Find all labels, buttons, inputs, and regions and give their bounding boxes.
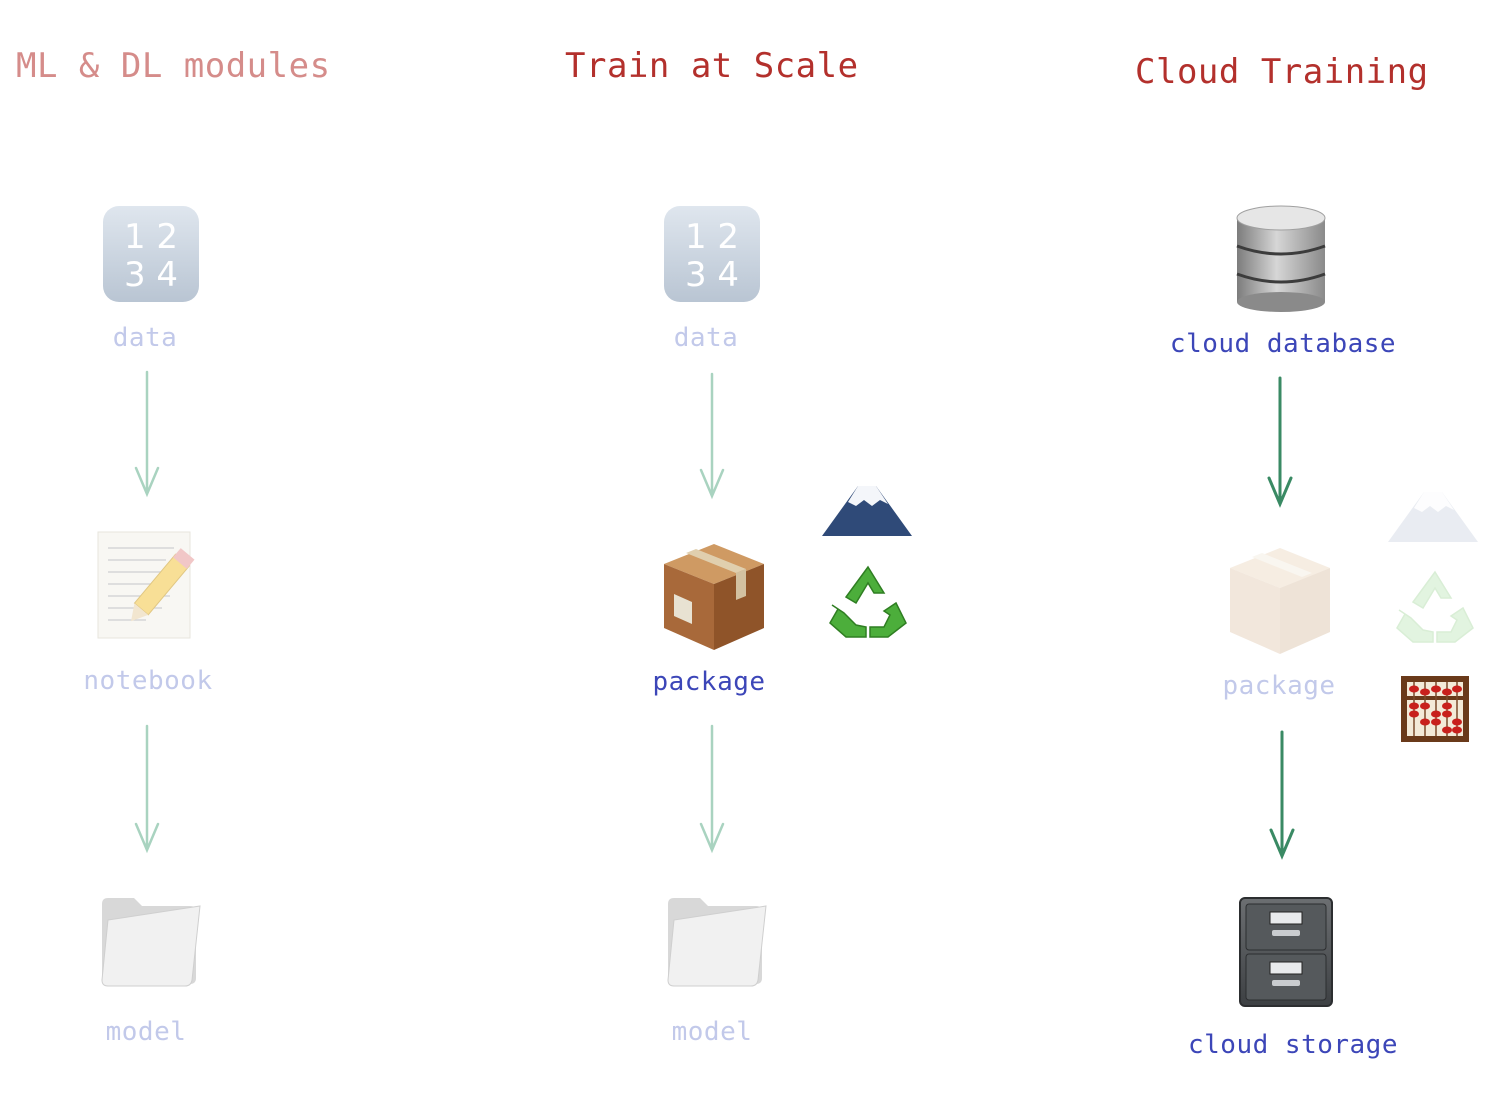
flow-arrow xyxy=(1269,730,1295,860)
node-label-package: package xyxy=(1222,671,1336,701)
column-title-ml-dl-modules: ML & DL modules xyxy=(16,46,331,86)
node-label-model: model xyxy=(105,1017,187,1047)
flow-arrow xyxy=(134,370,160,498)
flow-arrow xyxy=(134,724,160,854)
database-cylinder-icon xyxy=(1233,204,1329,318)
recycle-icon xyxy=(1393,568,1477,652)
node-label-model: model xyxy=(671,1017,753,1047)
flow-arrow xyxy=(699,372,725,500)
input-numbers-icon: 1 2 3 4 xyxy=(101,204,201,308)
flow-arrow xyxy=(699,724,725,854)
abacus-icon xyxy=(1399,674,1471,748)
mount-fuji-icon xyxy=(1386,486,1480,550)
svg-text:1 2: 1 2 xyxy=(685,217,739,257)
input-numbers-icon: 1 2 3 4 xyxy=(662,204,762,308)
node-label-data: data xyxy=(673,323,739,353)
svg-text:1 2: 1 2 xyxy=(124,217,178,257)
svg-text:3 4: 3 4 xyxy=(124,255,178,295)
node-label-cloud-database: cloud database xyxy=(1169,329,1397,359)
memo-pencil-icon xyxy=(96,530,196,644)
column-title-train-at-scale: Train at Scale xyxy=(565,46,859,86)
package-box-icon xyxy=(660,540,768,658)
folder-icon xyxy=(98,890,204,994)
package-box-icon xyxy=(1226,544,1334,662)
node-label-cloud-storage: cloud storage xyxy=(1188,1030,1398,1060)
node-label-notebook: notebook xyxy=(83,666,213,696)
mount-fuji-icon xyxy=(820,480,914,544)
column-title-cloud-training: Cloud Training xyxy=(1135,52,1429,92)
node-label-data: data xyxy=(112,323,178,353)
folder-icon xyxy=(664,890,770,994)
recycle-icon xyxy=(826,563,910,647)
flow-arrow xyxy=(1267,376,1293,508)
node-label-package: package xyxy=(652,667,766,697)
file-cabinet-icon xyxy=(1238,896,1334,1012)
svg-text:3 4: 3 4 xyxy=(685,255,739,295)
